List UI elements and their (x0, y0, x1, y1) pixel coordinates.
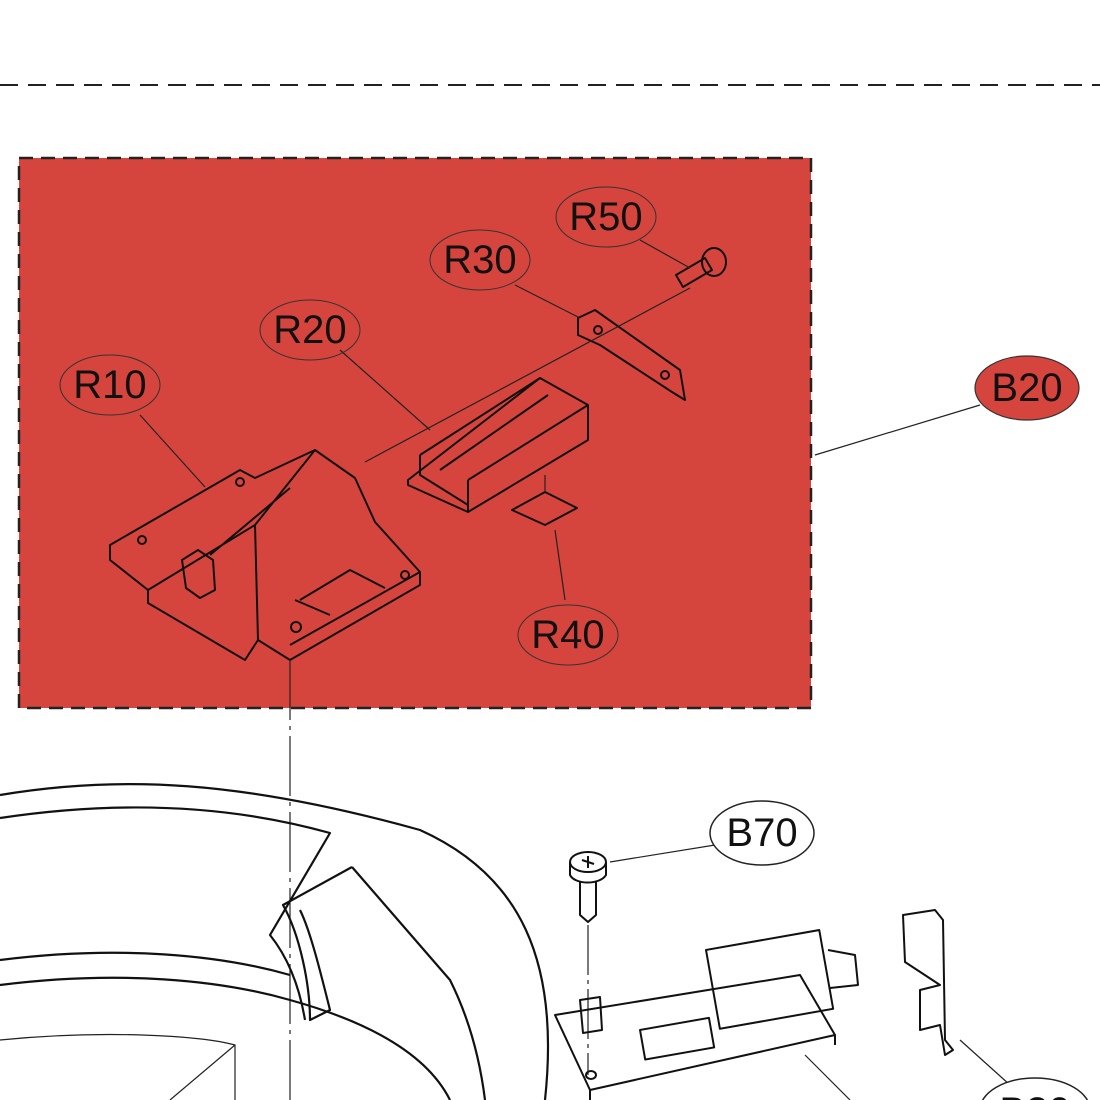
highlighted-group-b20[interactable] (19, 158, 811, 708)
svg-text:B70: B70 (726, 811, 797, 855)
svg-text:R40: R40 (531, 613, 604, 657)
leader-lines (139, 239, 1011, 1086)
callout-b20[interactable]: B20 (974, 355, 1080, 421)
svg-text:B20: B20 (991, 366, 1062, 410)
callout-r10[interactable]: R10 (59, 354, 161, 416)
callout-b70[interactable]: B70 (709, 800, 815, 866)
part-r40-pad[interactable] (511, 475, 578, 526)
callout-r20[interactable]: R20 (259, 299, 361, 361)
part-r30-bracket[interactable] (577, 309, 686, 401)
svg-text:R50: R50 (569, 195, 642, 239)
group-boundary (17, 156, 813, 710)
base-ring (0, 782, 550, 1100)
callout-r40[interactable]: R40 (517, 604, 619, 666)
part-side-bracket[interactable] (902, 909, 954, 1056)
callout-r30[interactable]: R30 (429, 229, 531, 291)
callout-b30[interactable]: B30 (980, 1077, 1090, 1100)
part-b70-screw[interactable] (569, 851, 607, 1075)
part-r20-rail[interactable] (407, 377, 589, 513)
svg-text:R10: R10 (73, 363, 146, 407)
svg-text:B30: B30 (999, 1090, 1070, 1100)
svg-text:R30: R30 (443, 238, 516, 282)
svg-text:R20: R20 (273, 308, 346, 352)
part-circuit-board[interactable] (554, 929, 859, 1100)
part-r50-screw[interactable] (675, 247, 727, 288)
part-r10-housing[interactable] (109, 449, 421, 1100)
callout-r50[interactable]: R50 (555, 186, 657, 248)
